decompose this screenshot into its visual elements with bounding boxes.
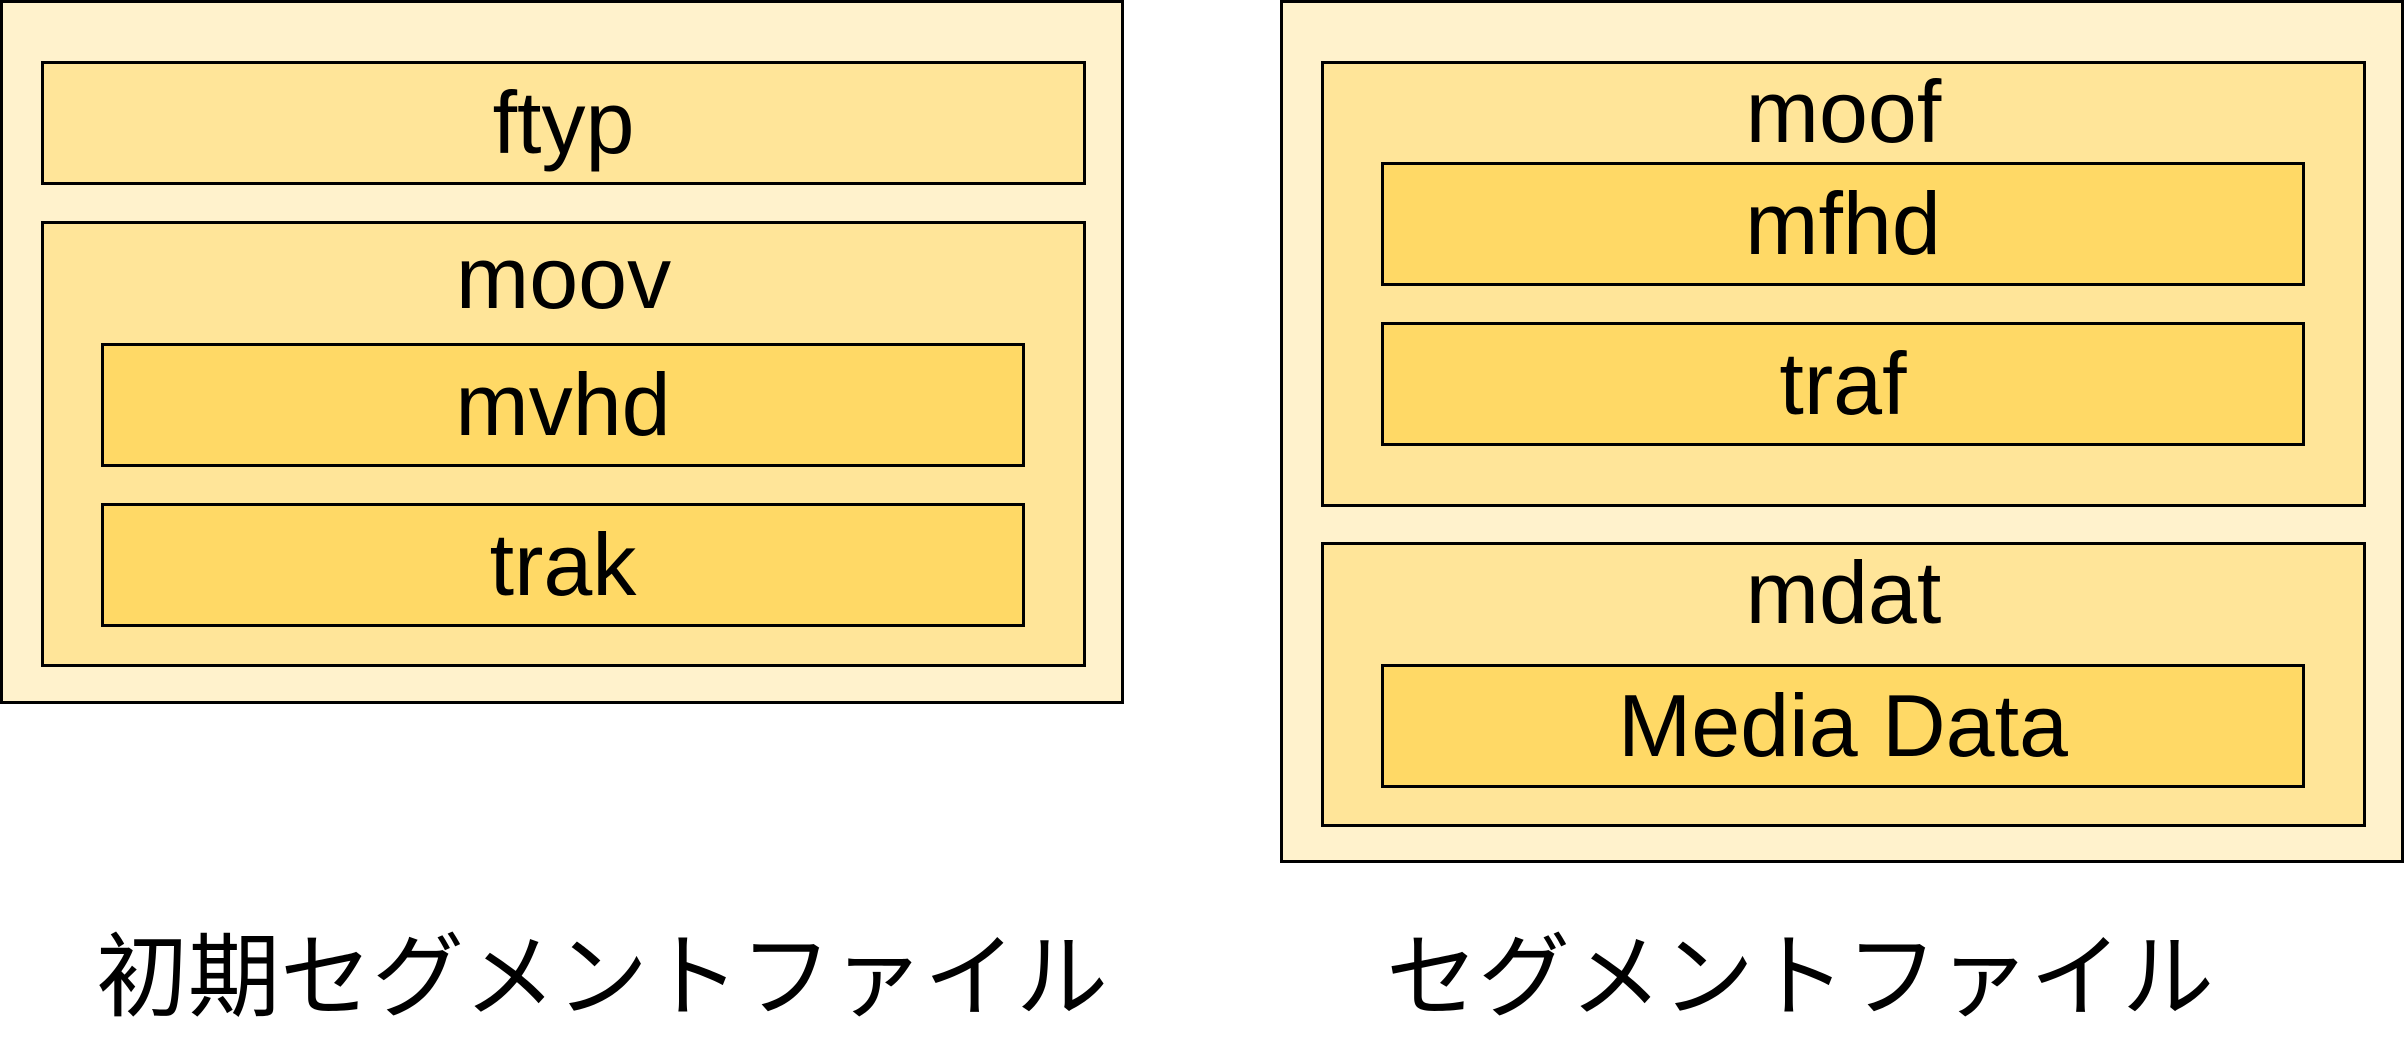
media-data-label: Media Data — [1617, 676, 2068, 775]
mvhd-label: mvhd — [455, 355, 671, 454]
moov-box: moov mvhd trak — [41, 221, 1086, 667]
moof-label: moof — [1745, 62, 1942, 161]
segment-container: moof mfhd traf mdat Media Data — [1280, 0, 2404, 863]
mfhd-label: mfhd — [1745, 174, 1941, 273]
mdat-box: mdat Media Data — [1321, 542, 2366, 827]
mdat-label: mdat — [1745, 543, 1942, 642]
traf-box: traf — [1381, 322, 2305, 446]
segment-caption: セグメントファイル — [1385, 924, 2214, 1031]
mvhd-box: mvhd — [101, 343, 1025, 467]
traf-label: traf — [1779, 334, 1907, 433]
ftyp-box: ftyp — [41, 61, 1086, 185]
ftyp-label: ftyp — [492, 73, 635, 172]
initial-segment-container: ftyp moov mvhd trak — [0, 0, 1124, 704]
media-data-box: Media Data — [1381, 664, 2305, 788]
trak-box: trak — [101, 503, 1025, 627]
moof-box: moof mfhd traf — [1321, 61, 2366, 507]
mfhd-box: mfhd — [1381, 162, 2305, 286]
trak-label: trak — [489, 515, 637, 614]
moov-label: moov — [455, 228, 672, 327]
initial-segment-caption: 初期セグメントファイル — [95, 924, 1108, 1031]
